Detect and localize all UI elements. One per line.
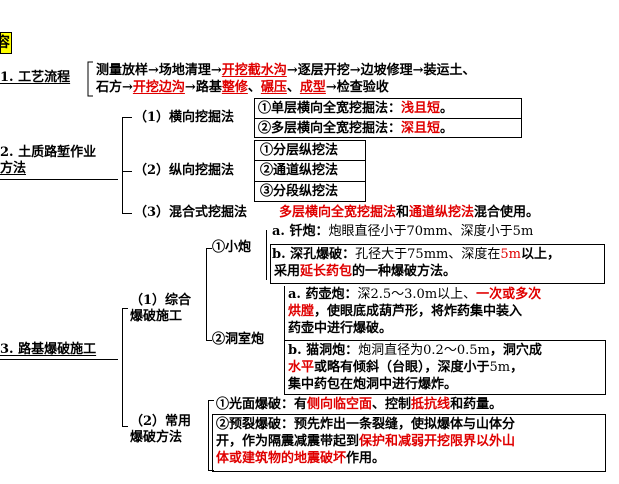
header-tag-text: 容 — [1, 35, 10, 51]
soil-m3-desc: 多层横向全宽挖掘法和通道纵挖法混合使用。 — [279, 205, 540, 220]
blast-a: a. 钎炮：炮眼直径小于70mm、深度小于5m — [272, 224, 534, 239]
process-line-1: 测量放样→场地清理→开挖截水沟→逐层开挖→边坡修理→装运土、 — [96, 63, 476, 78]
blast-c3: 药壶中进行爆破。 — [288, 321, 393, 336]
blast-b2: 采用延长药包的一种爆破方法。 — [274, 264, 457, 279]
section-1-bracket — [87, 61, 93, 97]
blast-cave-charge: ②洞室炮 — [212, 332, 265, 347]
blast-f1: ②预裂爆破：预先炸出一条裂缝，使拟爆体与山体分 — [216, 417, 516, 432]
blast-d-box — [284, 340, 606, 395]
blast-f2: 开，作为隔震减震带起到保护和减弱开挖限界以外山 — [216, 434, 516, 449]
blast-d1: b. 猫洞炮：炮洞直径为0.2～0.5m，洞穴成 — [288, 343, 542, 358]
header-tag: 容 — [0, 32, 12, 54]
soil-m2-box — [254, 140, 366, 202]
blast-b-box — [270, 244, 605, 284]
process-line-2: 石方→开挖边沟→路基整修、碾压、成型→检查验收 — [96, 80, 389, 95]
blast-e: ①光面爆破：有侧向临空面、控制抵抗线和药量。 — [216, 397, 503, 412]
blast-group-common: （2）常用爆破方法 — [130, 414, 192, 445]
section-blast-label: 3. 路基爆破施工 — [0, 342, 97, 357]
blast-d3: 集中药包在炮洞中进行爆炸。 — [288, 377, 458, 392]
soil-method-horizontal: （1）横向挖掘法 — [134, 110, 235, 125]
soil-m1a: ①单层横向全宽挖掘法：浅且短。 — [258, 101, 454, 116]
blast-c1: a. 药壶炮：深2.5～3.0m以上、一次或多次 — [288, 287, 542, 302]
soil-m2c: ③分段纵挖法 — [260, 184, 339, 199]
soil-method-longitudinal: （2）纵向挖掘法 — [134, 163, 235, 178]
section-soil-label: 2. 土质路堑作业 方法 — [0, 145, 97, 176]
soil-method-mixed: （3）混合式挖掘法 — [134, 205, 248, 220]
blast-d2: 水平或略有倾斜（台眼），深度小于5m， — [288, 360, 524, 375]
soil-m2a: ①分层纵挖法 — [260, 143, 339, 158]
blast-small-charge: ①小炮 — [212, 240, 252, 255]
blast-f3: 体或建筑物的地震破坏作用。 — [216, 451, 386, 466]
soil-m2b: ②通道纵挖法 — [260, 163, 339, 178]
blast-group-comprehensive: （1）综合爆破施工 — [130, 293, 192, 324]
blast-c2: 烘膛，使眼底成葫芦形，将炸药集中装入 — [288, 304, 523, 319]
section-process-label: 1. 工艺流程 — [0, 70, 71, 85]
blast-f-box — [212, 414, 606, 472]
blast-b1: b. 深孔爆破：孔径大于75mm、深度在5m以上， — [272, 247, 560, 262]
soil-m1b: ②多层横向全宽挖掘法：深且短。 — [258, 121, 454, 136]
